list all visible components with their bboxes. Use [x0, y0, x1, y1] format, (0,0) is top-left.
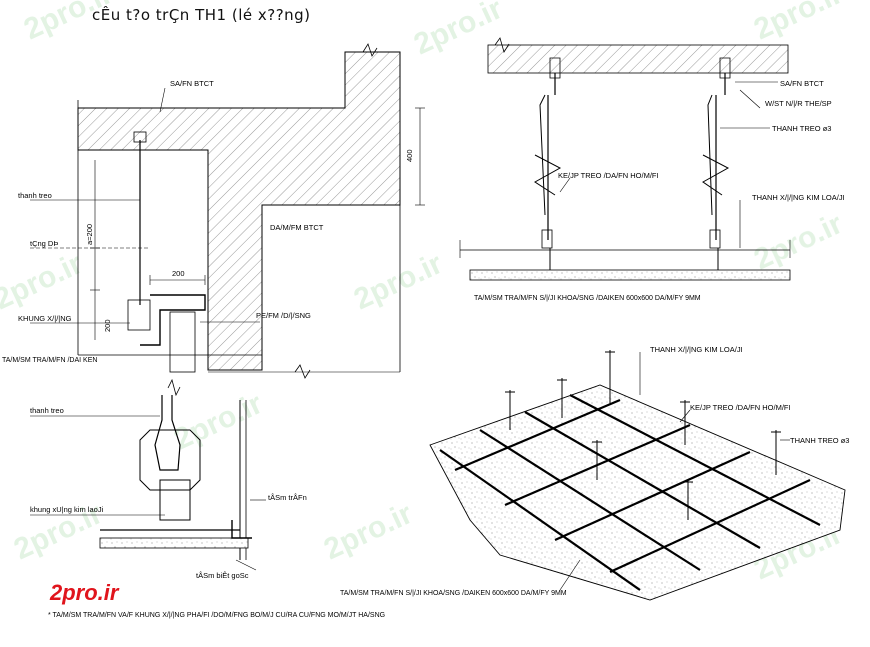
- watermark-text: 2pro.ir: [0, 247, 88, 316]
- label-frame: KHUNG X/|/|NG: [18, 314, 72, 323]
- label-level: tÇng DÞ: [30, 239, 58, 248]
- watermark-text: 2pro.ir: [349, 247, 448, 316]
- label-clip: PE/FM /D/|/SNG: [256, 311, 311, 320]
- label-iso-runner: THANH X/|/|NG KIM LOA/JI: [650, 345, 743, 354]
- label-wall-trim: tÂSm trÂFn: [268, 493, 307, 502]
- section-b-detail: [459, 37, 791, 281]
- dim-a200: a=200: [85, 224, 94, 245]
- section-a-detail: [30, 43, 425, 379]
- label-slab-top: SA/FN BTCT: [170, 79, 214, 88]
- label-hanger: thanh treo: [18, 191, 52, 200]
- label-runner: THANH X/|/|NG KIM LOA/JI: [752, 193, 845, 202]
- label-beam: DA/M/FM BTCT: [270, 223, 324, 232]
- iso-tile-field: [429, 384, 846, 601]
- dim-200-v: 200: [103, 319, 112, 332]
- dim-400: 400: [405, 149, 414, 162]
- label-hanger-c: thanh treo: [30, 406, 64, 415]
- label-slab-b: SA/FN BTCT: [780, 79, 824, 88]
- section-c-labels: thanh treo khung xU|ng kim laoJi tÂSm tr…: [30, 406, 307, 580]
- tile-c: [99, 537, 249, 549]
- tile-b: [469, 269, 791, 281]
- section-b-labels: SA/FN BTCT W/ST N/|/R THE/SP THANH TREO …: [474, 79, 845, 302]
- label-rod: THANH TREO ø3: [772, 124, 831, 133]
- label-tile: TA/M/SM TRA/M/FN /DAI KEN: [2, 357, 97, 364]
- label-anchor: W/ST N/|/R THE/SP: [765, 99, 832, 108]
- footnote: * TA/M/SM TRA/M/FN VA/F KHUNG X/|/|NG PH…: [48, 612, 386, 619]
- watermark-text: 2pro.ir: [749, 207, 848, 276]
- watermark-text: 2pro.ir: [169, 387, 268, 456]
- section-c-detail: [30, 378, 266, 571]
- label-bottom: TA/M/SM TRA/M/FN S/|/JI KHOA/SNG /DAIKEN…: [474, 295, 701, 302]
- sheet-title: cÊu t?o trÇn TH1 (lé x??ng): [92, 6, 311, 24]
- iso-labels: THANH X/|/|NG KIM LOA/JI KE/JP TREO /DA/…: [340, 345, 849, 597]
- slab-b: [487, 44, 789, 74]
- dim-200-h: 200: [172, 269, 185, 278]
- label-iso-tile: TA/M/SM TRA/M/FN S/|/JI KHOA/SNG /DAIKEN…: [340, 590, 567, 597]
- watermark-text: 2pro.ir: [319, 497, 418, 566]
- iso-grid-runners: [439, 394, 821, 591]
- label-edge: tÂSm biÊt goSc: [196, 571, 249, 580]
- label-iso-rod: THANH TREO ø3: [790, 436, 849, 445]
- section-a-labels: SA/FN BTCT thanh treo tÇng DÞ KHUNG X/|/…: [2, 79, 414, 364]
- brand-logo: 2pro.ir: [50, 580, 119, 605]
- watermark-text: 2pro.ir: [749, 0, 848, 46]
- label-frame-c: khung xU|ng kim laoJi: [30, 505, 104, 514]
- label-clip-b: KE/JP TREO /DA/FN HO/M/FI: [558, 171, 659, 180]
- iso-ceiling-view: [429, 350, 846, 601]
- label-iso-clip: KE/JP TREO /DA/FN HO/M/FI: [690, 403, 791, 412]
- iso-hangers: [505, 350, 781, 520]
